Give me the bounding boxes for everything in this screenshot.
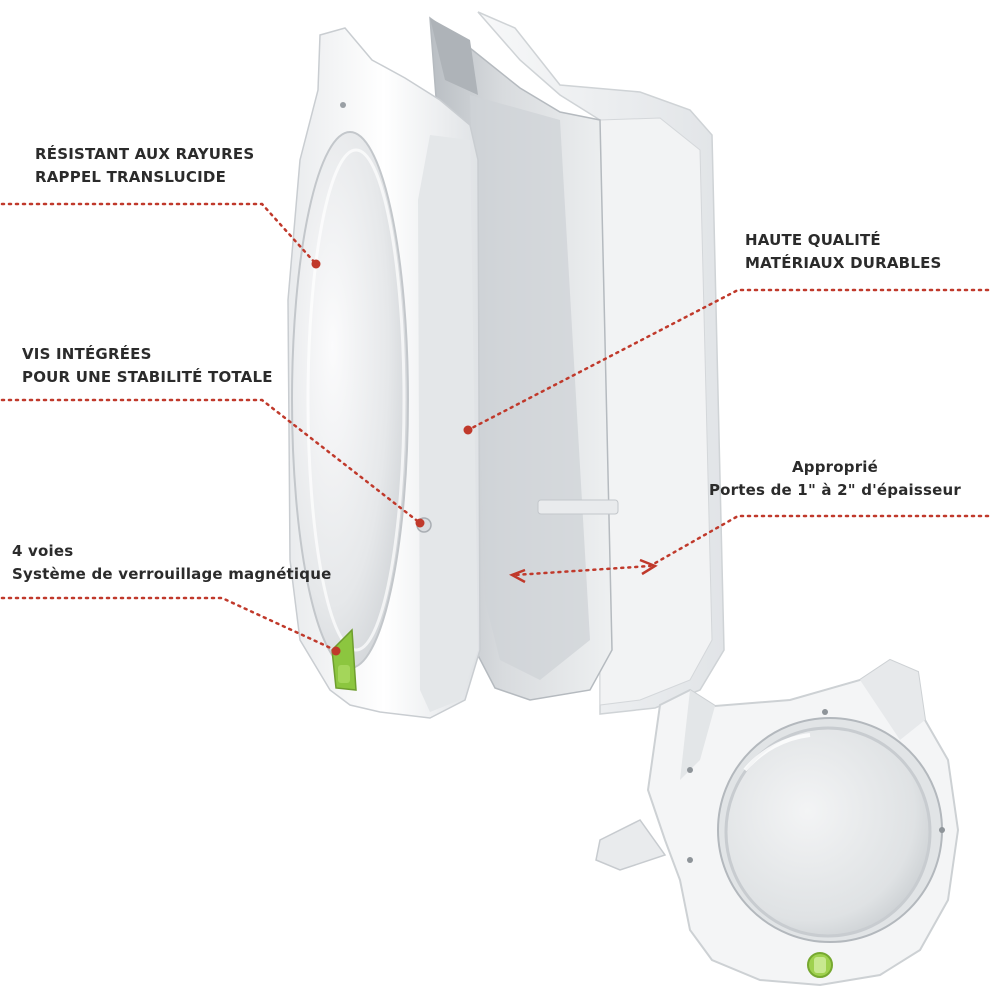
callout-door-thickness: Approprié Portes de 1" à 2" d'épaisseur	[690, 456, 980, 502]
callout-line: RÉSISTANT AUX RAYURES	[35, 145, 255, 163]
callout-line: Approprié	[791, 458, 879, 476]
callout-line: RAPPEL TRANSLUCIDE	[35, 168, 227, 186]
callout-line: Portes de 1" à 2" d'épaisseur	[708, 481, 962, 499]
callout-line: 4 voies	[12, 542, 74, 560]
callout-line: Système de verrouillage magnétique	[12, 565, 332, 583]
callout-scratch-resistant: RÉSISTANT AUX RAYURES RAPPEL TRANSLUCIDE	[35, 143, 254, 189]
callout-line: MATÉRIAUX DURABLES	[745, 254, 942, 272]
lock-toggle-icon	[331, 628, 357, 691]
callout-line: HAUTE QUALITÉ	[745, 231, 881, 249]
callout-magnetic-lock: 4 voies Système de verrouillage magnétiq…	[12, 540, 331, 586]
callout-integrated-screws: VIS INTÉGRÉES POUR UNE STABILITÉ TOTALE	[22, 343, 273, 389]
callout-line: POUR UNE STABILITÉ TOTALE	[22, 368, 273, 386]
callout-line: VIS INTÉGRÉES	[22, 345, 152, 363]
callout-high-quality: HAUTE QUALITÉ MATÉRIAUX DURABLES	[745, 229, 942, 275]
leader-lines	[0, 202, 990, 652]
